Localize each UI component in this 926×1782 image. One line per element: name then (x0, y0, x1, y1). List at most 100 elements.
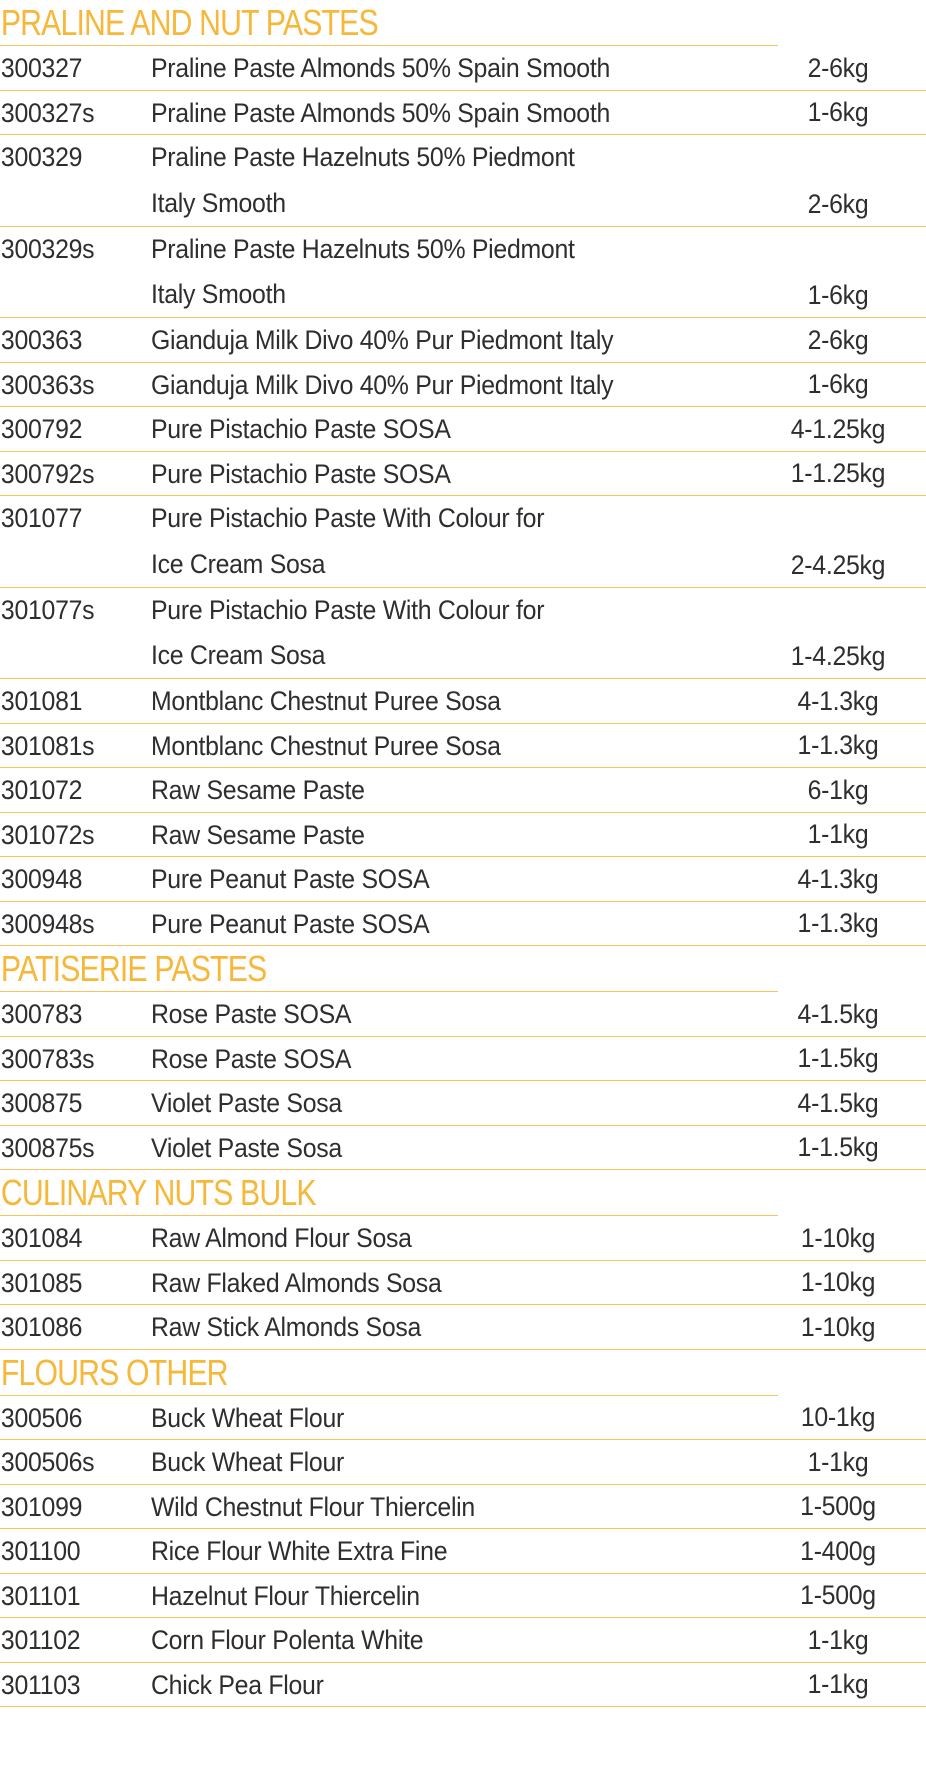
product-code: 301101 (0, 1580, 81, 1611)
product-row: 301077 Pure Pistachio Paste With Colour f… (0, 496, 926, 588)
product-code: 301100 (0, 1536, 81, 1566)
product-code: 301102 (0, 1625, 81, 1655)
pack-size: 1-6kg (807, 97, 869, 127)
product-description-line: Raw Sesame Paste (151, 819, 365, 850)
product-description-line: Violet Paste Sosa (151, 1088, 342, 1118)
product-row: 301100 Rice Flour White Extra Fine 1-400g (0, 1529, 926, 1574)
product-description: Pure Pistachio Paste SOSA (151, 407, 771, 451)
product-description: Violet Paste Sosa (151, 1126, 771, 1170)
product-code: 301072 (0, 775, 83, 805)
section-heading: FLOURS OTHER (0, 1350, 778, 1396)
product-description-line: Chick Pea Flour (151, 1669, 324, 1700)
product-row: 300327s Praline Paste Almonds 50% Spain S… (0, 91, 926, 135)
product-code: 301099 (0, 1491, 83, 1522)
product-description: Corn Flour Polenta White (151, 1618, 771, 1662)
product-description-line: Buck Wheat Flour (151, 1447, 344, 1477)
product-description: Pure Peanut Paste SOSA (151, 857, 771, 901)
product-description-line: Praline Paste Almonds 50% Spain Smooth (151, 97, 610, 128)
pack-size: 1-1.5kg (797, 1132, 879, 1162)
product-description: Montblanc Chestnut Puree Sosa (151, 679, 771, 723)
product-code: 301081 (0, 686, 83, 716)
section-heading: PATISERIE PASTES (0, 946, 778, 992)
pack-size: 1-6kg (807, 369, 869, 399)
product-description: Rose Paste SOSA (151, 992, 771, 1036)
product-description-line: Gianduja Milk Divo 40% Pur Piedmont Ital… (151, 325, 614, 355)
product-description-line: Rose Paste SOSA (151, 999, 352, 1029)
pack-size: 10-1kg (800, 1402, 876, 1432)
pack-size: 4-1.5kg (797, 1087, 879, 1118)
product-code: 300329s (0, 233, 95, 264)
product-description-line: Praline Paste Hazelnuts 50% Piedmont (151, 142, 575, 172)
product-description-line: Italy Smooth (151, 279, 286, 309)
pack-size: 1-1.3kg (797, 908, 879, 938)
product-code: 300948s (0, 908, 95, 939)
product-row: 300327 Praline Paste Almonds 50% Spain Sm… (0, 46, 926, 91)
product-description: Raw Sesame Paste (151, 813, 771, 857)
product-code: 301081s (0, 730, 95, 761)
product-description: Raw Flaked Almonds Sosa (151, 1261, 771, 1305)
product-description-line: Rose Paste SOSA (151, 1043, 352, 1074)
product-description-line: Pure Pistachio Paste With Colour for (151, 503, 545, 533)
section-heading: PRALINE AND NUT PASTES (0, 0, 778, 46)
product-description-line: Ice Cream Sosa (151, 548, 326, 579)
section-heading: CULINARY NUTS BULK (0, 1170, 778, 1216)
pack-size: 1-4.25kg (790, 641, 886, 671)
product-description-line: Rice Flour White Extra Fine (151, 1536, 448, 1566)
product-description: Gianduja Milk Divo 40% Pur Piedmont Ital… (151, 363, 771, 407)
pack-size: 1-1.3kg (797, 730, 879, 760)
product-row: 301072s Raw Sesame Paste 1-1kg (0, 813, 926, 857)
product-description: Buck Wheat Flour (151, 1440, 771, 1484)
product-description-line: Buck Wheat Flour (151, 1402, 344, 1433)
product-code: 300327 (0, 53, 83, 83)
product-description-line: Pure Pistachio Paste SOSA (151, 458, 451, 489)
product-description: Raw Stick Almonds Sosa (151, 1305, 771, 1349)
product-code: 300792s (0, 458, 95, 489)
pack-size: 4-1.3kg (797, 863, 879, 894)
product-description-line: Gianduja Milk Divo 40% Pur Piedmont Ital… (151, 369, 614, 400)
product-description: Praline Paste Almonds 50% Spain Smooth (151, 91, 771, 135)
product-code: 301086 (0, 1312, 83, 1342)
product-description-line: Corn Flour Polenta White (151, 1625, 424, 1655)
product-code: 301077 (0, 503, 83, 533)
pack-size: 4-1.25kg (790, 413, 886, 444)
product-code: 300875s (0, 1132, 95, 1163)
pack-size: 1-500g (800, 1580, 876, 1610)
product-description: Chick Pea Flour (151, 1663, 771, 1707)
product-description: Rose Paste SOSA (151, 1037, 771, 1081)
pack-size: 1-1kg (807, 1446, 869, 1477)
product-description: Praline Paste Almonds 50% Spain Smooth (151, 46, 771, 90)
pack-size: 1-1.25kg (790, 458, 886, 488)
product-description: Raw Almond Flour Sosa (151, 1216, 771, 1260)
product-code: 301072s (0, 819, 95, 850)
product-description: Hazelnut Flour Thiercelin (151, 1574, 771, 1618)
product-description-line: Violet Paste Sosa (151, 1132, 342, 1163)
pack-size: 2-6kg (807, 52, 869, 83)
pack-size: 2-6kg (807, 188, 869, 219)
pack-size: 4-1.5kg (797, 998, 879, 1029)
pack-size: 1-1kg (807, 819, 869, 849)
product-description: Gianduja Milk Divo 40% Pur Piedmont Ital… (151, 318, 771, 362)
product-row: 300329s Praline Paste Hazelnuts 50% Piedm… (0, 227, 926, 318)
product-code: 300327s (0, 97, 95, 128)
product-description: Violet Paste Sosa (151, 1081, 771, 1125)
pack-size: 1-400g (800, 1535, 876, 1566)
product-row: 301101 Hazelnut Flour Thiercelin 1-500g (0, 1574, 926, 1618)
product-description-line: Raw Stick Almonds Sosa (151, 1312, 422, 1342)
pack-size: 1-1kg (807, 1669, 869, 1699)
